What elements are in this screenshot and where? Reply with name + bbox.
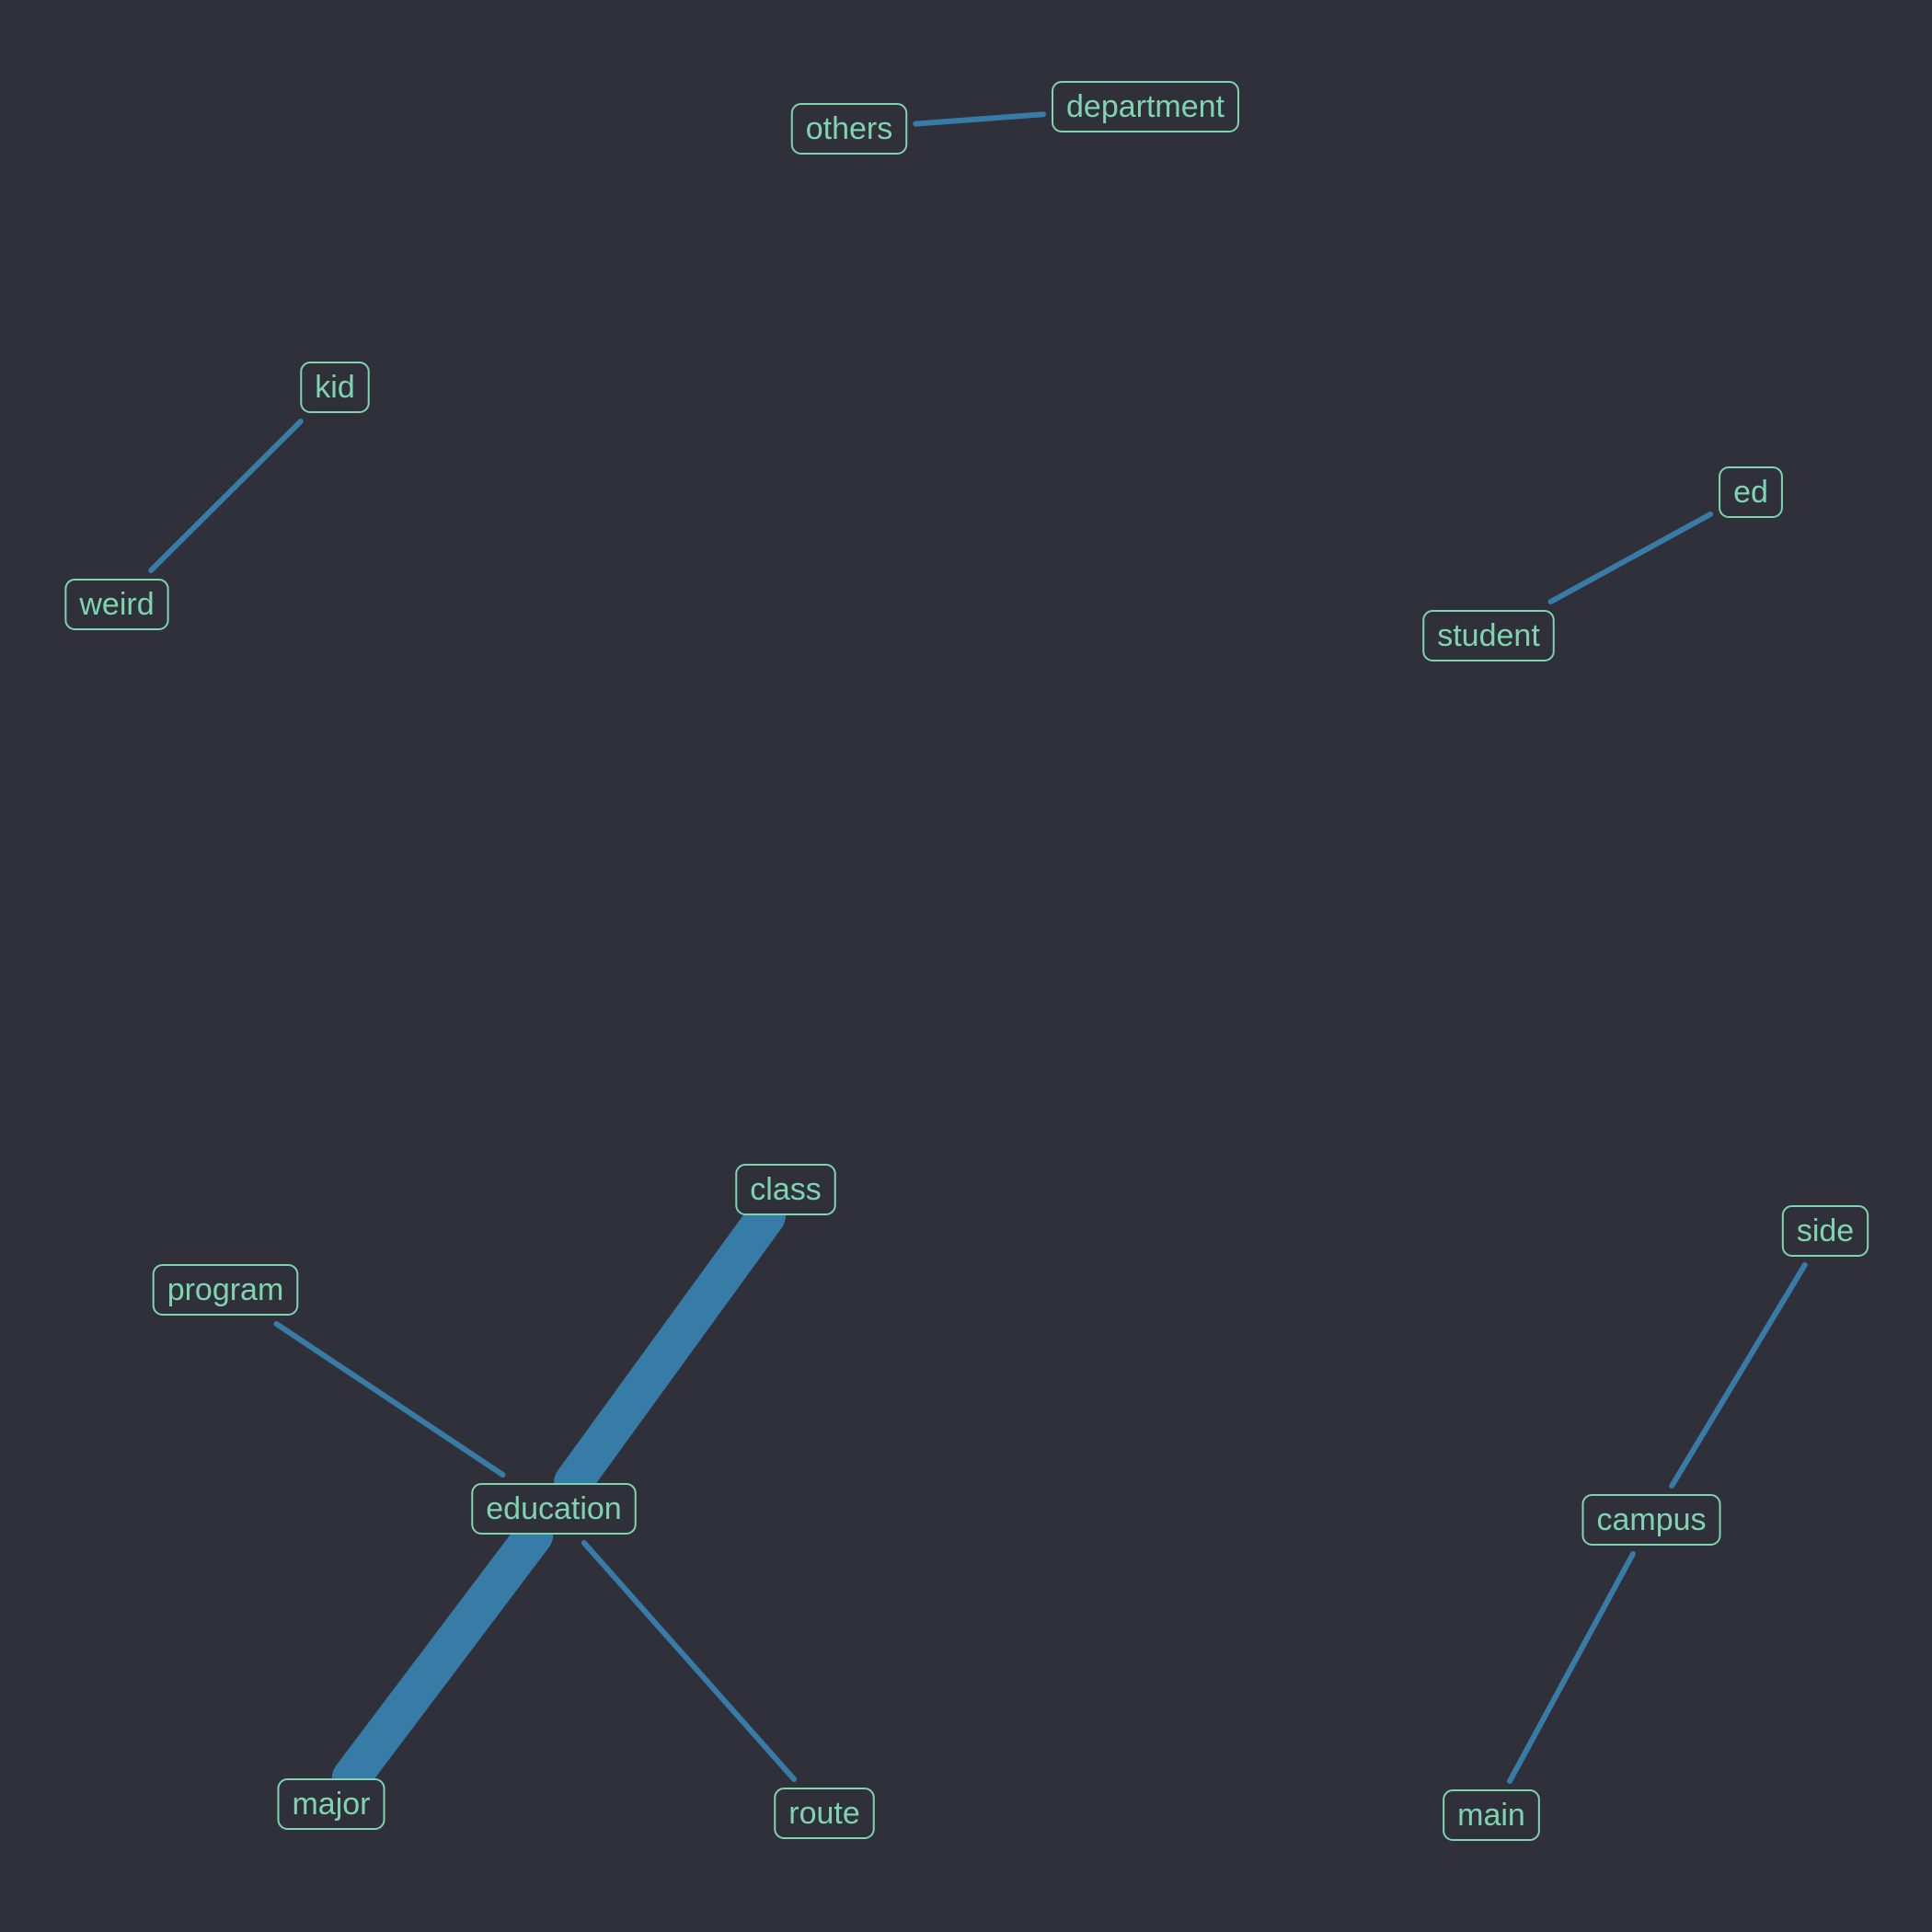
node-label-weird: weird (78, 587, 154, 622)
node-label-program: program (167, 1272, 284, 1307)
node-label-major: major (292, 1787, 370, 1822)
node-label-others: others (806, 111, 893, 146)
node-box-main (1443, 1789, 1540, 1841)
node-label-side: side (1797, 1213, 1854, 1248)
node-label-education: education (486, 1491, 621, 1526)
node-box-side (1781, 1205, 1869, 1257)
edge-program-education (273, 1321, 506, 1478)
edge-education-route (581, 1540, 798, 1782)
node-box-others (790, 103, 908, 155)
node-program[interactable]: program (152, 1264, 299, 1316)
node-route[interactable]: route (774, 1788, 875, 1839)
node-label-route: route (788, 1796, 860, 1831)
node-education[interactable]: education (471, 1483, 637, 1535)
node-box-department (1052, 81, 1239, 132)
node-class[interactable]: class (735, 1164, 836, 1215)
node-others[interactable]: others (790, 103, 908, 155)
node-box-route (774, 1788, 875, 1839)
node-weird[interactable]: weird (64, 579, 169, 630)
edge-campus-main (1507, 1551, 1636, 1784)
node-box-weird (64, 579, 169, 630)
node-box-education (471, 1483, 637, 1535)
node-ed[interactable]: ed (1719, 466, 1783, 518)
edge-kid-weird (148, 419, 304, 573)
node-box-campus (1581, 1494, 1721, 1546)
node-label-class: class (750, 1172, 821, 1207)
edge-education-major (331, 1516, 554, 1797)
node-student[interactable]: student (1422, 610, 1555, 661)
node-label-ed: ed (1733, 475, 1768, 510)
node-label-kid: kid (315, 370, 354, 405)
edge-side-campus (1669, 1262, 1808, 1489)
node-box-student (1422, 610, 1555, 661)
node-side[interactable]: side (1781, 1205, 1869, 1257)
node-campus[interactable]: campus (1581, 1494, 1721, 1546)
edge-others-department (913, 111, 1046, 127)
edges-layer (148, 111, 1808, 1797)
node-box-major (277, 1778, 385, 1830)
node-kid[interactable]: kid (300, 362, 370, 413)
node-label-department: department (1066, 89, 1225, 124)
node-department[interactable]: department (1052, 81, 1239, 132)
node-box-ed (1719, 466, 1783, 518)
node-label-student: student (1437, 618, 1540, 653)
node-box-class (735, 1164, 836, 1215)
edge-ed-student (1547, 512, 1714, 604)
node-major[interactable]: major (277, 1778, 385, 1830)
node-box-program (152, 1264, 299, 1316)
node-label-campus: campus (1596, 1502, 1706, 1537)
node-box-kid (300, 362, 370, 413)
node-main[interactable]: main (1443, 1789, 1540, 1841)
nodes-layer: others department kid weird ed student class pr… (64, 81, 1869, 1841)
node-label-main: main (1457, 1798, 1525, 1833)
edge-class-education (554, 1197, 786, 1501)
